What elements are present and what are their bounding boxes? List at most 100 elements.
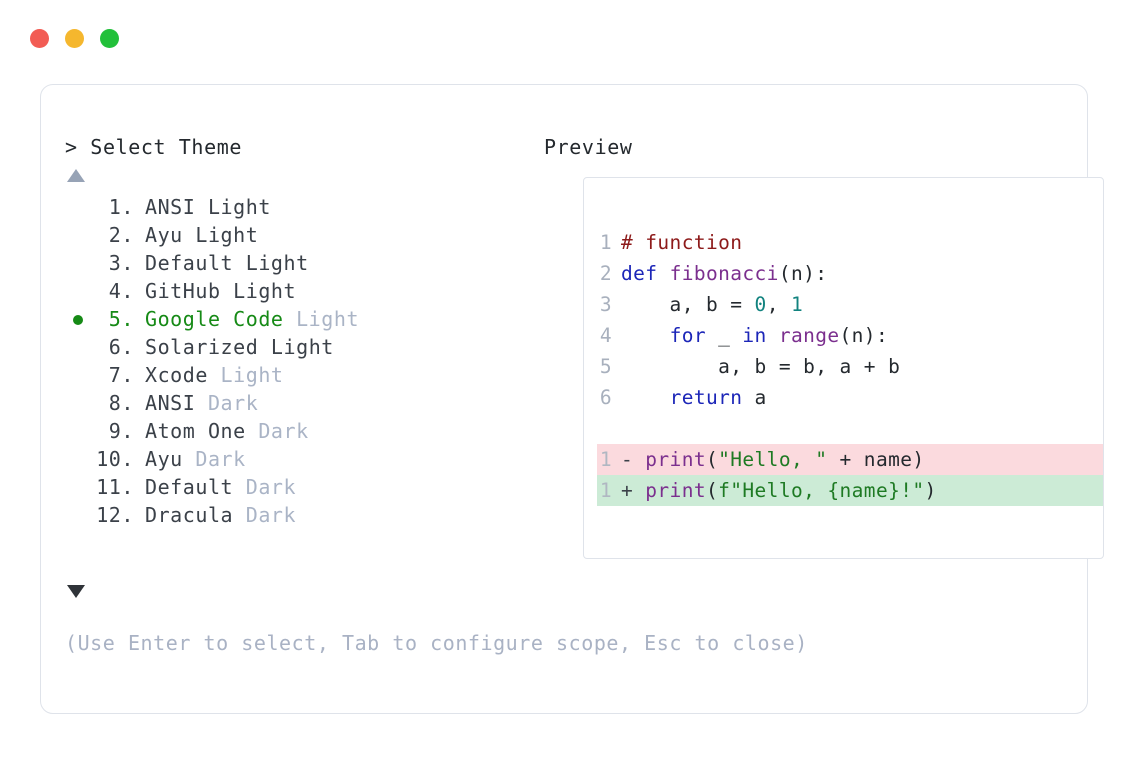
theme-item-name: ANSI (145, 195, 208, 219)
line-number: 4 (599, 324, 612, 347)
theme-item-name: Default (145, 475, 246, 499)
theme-item-number: 11. (96, 475, 134, 499)
code-token: + name) (827, 448, 925, 471)
theme-item-name: Ayu (145, 223, 196, 247)
theme-list: 1.ANSI Light 2. Ayu Light 3.Default Light… (65, 193, 525, 529)
theme-item-name: Solarized (145, 335, 271, 359)
code-line: 1# function (597, 227, 1103, 258)
theme-list-item[interactable]: 3.Default Light (65, 249, 525, 277)
theme-list-item[interactable]: 10.Ayu Dark (65, 445, 525, 473)
close-button[interactable] (30, 29, 49, 48)
code-token: fibonacci (669, 262, 779, 285)
triangle-up-icon[interactable] (67, 169, 85, 182)
theme-list-item[interactable]: 5. Google Code Light (65, 305, 525, 333)
code-line: 2 def fibonacci(n): (597, 258, 1103, 289)
theme-item-label: Google Code Light (145, 305, 359, 333)
theme-item-variant: Dark (245, 503, 297, 527)
triangle-down-icon[interactable] (67, 585, 85, 598)
theme-list-item[interactable]: 12.Dracula Dark (65, 501, 525, 529)
code-token: 0 (754, 293, 767, 316)
theme-item-label: Ayu Dark (145, 445, 246, 473)
theme-list-item[interactable]: 4. GitHub Light (65, 277, 525, 305)
theme-item-label: ANSI Dark (145, 389, 258, 417)
line-number: 1 (599, 448, 612, 471)
theme-item-variant: Light (233, 279, 297, 303)
theme-item-name: Default (145, 251, 246, 275)
code-token: - (621, 448, 646, 471)
theme-item-variant: Dark (207, 391, 259, 415)
theme-list-column: > Select Theme 1.ANSI Light 2. Ayu Light … (65, 85, 807, 713)
theme-list-item[interactable]: 1.ANSI Light (65, 193, 525, 221)
theme-item-label: Default Light (145, 249, 309, 277)
maximize-button[interactable] (100, 29, 119, 48)
code-token: range (778, 324, 840, 347)
code-token: f"Hello, {name}!" (718, 479, 925, 502)
line-number: 1 (599, 479, 612, 502)
theme-item-variant: Dark (245, 475, 297, 499)
line-number: 6 (599, 386, 612, 409)
theme-list-item[interactable]: 2. Ayu Light (65, 221, 525, 249)
code-diff-line: 1+ print(f"Hello, {name}!") (597, 475, 1103, 506)
prompt-symbol: > (65, 135, 91, 159)
code-token: ( (705, 479, 719, 502)
theme-item-name: Ayu (145, 447, 196, 471)
theme-item-variant: Dark (258, 419, 309, 443)
theme-item-number: 9. (96, 419, 134, 443)
preview-label: Preview (544, 135, 633, 159)
code-token (621, 324, 670, 347)
theme-item-number: 2. (96, 223, 134, 247)
code-token: print (645, 448, 706, 471)
theme-item-label: Atom One Dark (145, 417, 309, 445)
window-titlebar (30, 29, 119, 48)
theme-item-name: Atom One (145, 419, 259, 443)
theme-item-variant: Light (270, 335, 334, 359)
theme-list-item[interactable]: 7. Xcode Light (65, 361, 525, 389)
code-token: return (669, 386, 743, 409)
code-token: a, b = b, a + b (621, 355, 901, 378)
code-token: _ (705, 324, 743, 347)
theme-item-label: Solarized Light (145, 333, 334, 361)
theme-list-item[interactable]: 6. Solarized Light (65, 333, 525, 361)
theme-list-item[interactable]: 8.ANSI Dark (65, 389, 525, 417)
code-token: a, b = (621, 293, 755, 316)
code-token: print (645, 479, 706, 502)
code-line: 6 return a (597, 382, 1103, 413)
code-token: in (742, 324, 767, 347)
theme-item-label: Ayu Light (145, 221, 258, 249)
prompt-title-text: Select Theme (90, 135, 242, 159)
theme-item-number: 6. (96, 335, 134, 359)
theme-item-number: 7. (96, 363, 134, 387)
theme-item-number: 4. (96, 279, 134, 303)
theme-item-name: Xcode (145, 363, 221, 387)
line-number: 3 (599, 293, 612, 316)
theme-item-number: 5. (96, 307, 134, 331)
code-diff-line: 1- print("Hello, " + name) (597, 444, 1103, 475)
code-token: 1 (790, 293, 804, 316)
theme-item-label: ANSI Light (145, 193, 271, 221)
line-number: 1 (599, 231, 612, 254)
code-token (767, 324, 779, 347)
theme-item-name: Google Code (145, 307, 297, 331)
code-token: "Hello, " (718, 448, 828, 471)
code-token: , (766, 293, 791, 316)
theme-item-name: Dracula (145, 503, 246, 527)
theme-item-label: Xcode Light (145, 361, 284, 389)
minimize-button[interactable] (65, 29, 84, 48)
code-token: a (742, 386, 767, 409)
theme-item-variant: Light (207, 195, 271, 219)
theme-item-label: GitHub Light (145, 277, 296, 305)
code-token: (n): (778, 262, 828, 285)
code-line: 5 a, b = b, a + b (597, 351, 1103, 382)
code-spacer (597, 413, 1103, 444)
theme-list-item[interactable]: 11. Default Dark (65, 473, 525, 501)
page-title: > Select Theme (65, 135, 242, 159)
line-number: 2 (599, 262, 612, 285)
code-token: (n): (839, 324, 889, 347)
code-token: ( (705, 448, 719, 471)
theme-item-variant: Light (195, 223, 259, 247)
line-number: 5 (599, 355, 612, 378)
code-token: def (621, 262, 670, 285)
theme-list-item[interactable]: 9. Atom One Dark (65, 417, 525, 445)
theme-item-name: ANSI (145, 391, 208, 415)
